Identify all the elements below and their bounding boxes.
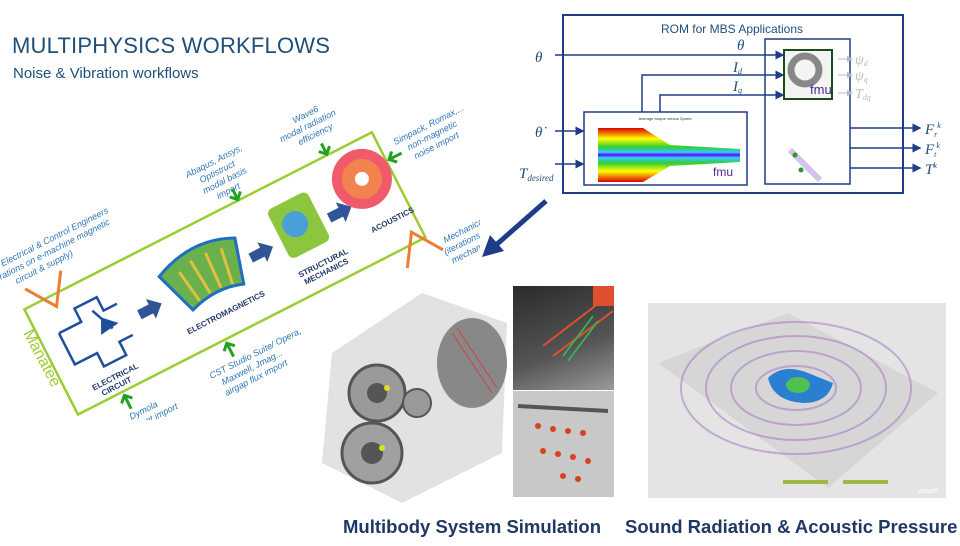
electrical-circuit-icon [57, 295, 134, 369]
acoustics-image [331, 148, 392, 209]
fmu-logo: fmu [810, 82, 832, 97]
signal-iq: Iq [732, 79, 742, 95]
caption-multibody: Multibody System Simulation [343, 516, 601, 537]
flow-arrow-icon [137, 299, 162, 320]
fmu-logo: fmu [713, 165, 733, 179]
flow-arrow-icon [248, 242, 274, 263]
flow-arrow-icon [482, 199, 548, 257]
wave6-watermark: wave6 [917, 488, 938, 495]
svg-text:Tk: Tk [925, 161, 937, 178]
import-arrow-icon [120, 142, 403, 410]
gearbox-image [322, 293, 507, 503]
input-theta: θ [535, 50, 543, 66]
sound-radiation-image: wave6 [648, 303, 946, 498]
iteration-arrow-icon [24, 270, 63, 309]
svg-text:Frk: Frk [924, 121, 941, 139]
rom-outputs: Frk Ftk Tk [850, 121, 941, 178]
signal-id: Id [732, 60, 743, 76]
rom-diagram: ROM for MBS Applications fmu Average tor… [519, 14, 941, 194]
iteration-note: Mechanical & NVH Engineers(iterations on… [442, 182, 480, 265]
chart-title: Average torque versus Speed [639, 116, 692, 121]
signal-theta: θ [737, 38, 745, 54]
slide-title: MULTIPHYSICS WORKFLOWS [12, 33, 331, 58]
input-torque: Tdesired [519, 166, 554, 183]
stage-label: ACOUSTICS [369, 205, 416, 235]
svg-text:ψq: ψq [855, 69, 868, 84]
manatee-frame [22, 130, 428, 417]
multibody-force-image [513, 286, 614, 390]
torque-band [598, 128, 740, 182]
input-note: CST Studio Suite/ Opera,Maxwell, Jmag...… [208, 326, 303, 398]
manatee-label: Manatee [19, 327, 63, 390]
rom-title: ROM for MBS Applications [661, 22, 803, 36]
multibody-gear-image [513, 391, 614, 497]
flow-arrow-icon [326, 202, 352, 223]
svg-text:ψd: ψd [855, 53, 869, 68]
slide-subtitle: Noise & Vibration workflows [13, 65, 199, 82]
workflow-diagram: Manatee ELECTRICAL CIRCUIT ELECTROMAGNET… [0, 103, 480, 420]
input-theta-dot: θ̇ [535, 125, 547, 141]
force-plot-image [787, 147, 823, 183]
svg-text:Tdq: Tdq [855, 87, 871, 102]
motor-icon [787, 52, 823, 88]
svg-text:Ftk: Ftk [924, 141, 940, 159]
caption-sound-radiation: Sound Radiation & Acoustic Pressure [625, 516, 958, 537]
fmu-outputs: ψd ψq Tdq [838, 53, 871, 102]
iteration-arrow-icon [405, 229, 444, 269]
